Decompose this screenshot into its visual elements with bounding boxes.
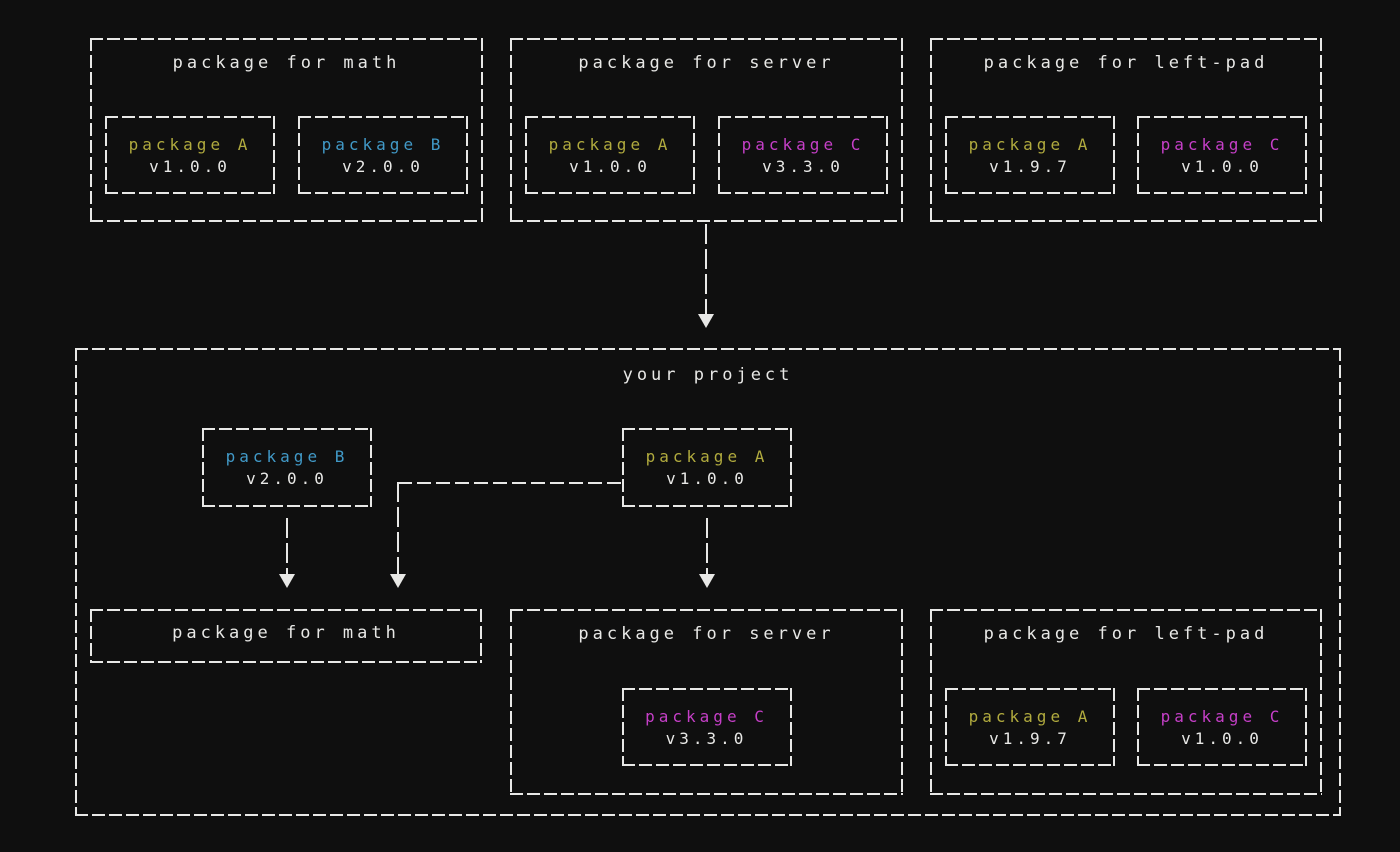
installed-box-math: package for math bbox=[90, 609, 482, 663]
installed-box-title: package for server bbox=[578, 624, 835, 644]
arrow-line-server-to-project bbox=[705, 224, 707, 314]
dependency-chip-package-b: package B v2.0.0 bbox=[202, 428, 372, 507]
installed-box-title: package for left-pad bbox=[983, 624, 1269, 644]
arrow-line-a-to-math-horizontal bbox=[398, 482, 622, 484]
package-name: package A bbox=[548, 134, 672, 154]
project-title: your project bbox=[622, 365, 794, 385]
arrow-line-b-to-math bbox=[286, 518, 288, 574]
arrowhead-down-icon bbox=[699, 574, 715, 588]
package-version: v1.9.7 bbox=[989, 156, 1071, 176]
package-name: package A bbox=[968, 134, 1092, 154]
registry-box-server: package for server package A v1.0.0 pack… bbox=[510, 38, 903, 222]
arrowhead-down-icon bbox=[279, 574, 295, 588]
registry-box-left-pad: package for left-pad package A v1.9.7 pa… bbox=[930, 38, 1322, 222]
arrow-line-a-to-math-vertical bbox=[397, 482, 399, 574]
registry-box-title: package for left-pad bbox=[983, 53, 1269, 73]
package-chip: package C v1.0.0 bbox=[1137, 116, 1307, 194]
package-name: package C bbox=[1160, 706, 1284, 726]
package-chip-row: package C v3.3.0 bbox=[525, 688, 888, 766]
package-chip: package A v1.9.7 bbox=[945, 116, 1115, 194]
arrowhead-down-icon bbox=[698, 314, 714, 328]
dependency-chip-package-a: package A v1.0.0 bbox=[622, 428, 792, 507]
package-version: v1.0.0 bbox=[666, 469, 748, 488]
package-version: v1.0.0 bbox=[149, 156, 231, 176]
installed-box-title: package for math bbox=[172, 623, 400, 643]
registry-box-math: package for math package A v1.0.0 packag… bbox=[90, 38, 483, 222]
installed-box-server: package for server package C v3.3.0 bbox=[510, 609, 903, 795]
package-version: v1.0.0 bbox=[1181, 156, 1263, 176]
arrow-line-a-to-server bbox=[706, 518, 708, 574]
package-chip: package A v1.0.0 bbox=[105, 116, 275, 194]
package-chip: package C v1.0.0 bbox=[1137, 688, 1307, 766]
package-version: v1.9.7 bbox=[989, 728, 1071, 748]
registry-box-title: package for server bbox=[578, 53, 835, 73]
package-chip-row: package A v1.9.7 package C v1.0.0 bbox=[945, 688, 1307, 766]
package-name: package A bbox=[968, 706, 1092, 726]
package-chip: package A v1.9.7 bbox=[945, 688, 1115, 766]
package-chip-row: package A v1.0.0 package C v3.3.0 bbox=[525, 116, 888, 194]
project-box: your project package B v2.0.0 package A … bbox=[75, 348, 1341, 816]
package-name: package C bbox=[1160, 134, 1284, 154]
package-chip-row: package A v1.0.0 package B v2.0.0 bbox=[105, 116, 468, 194]
package-name: package C bbox=[645, 706, 768, 726]
package-chip: package A v1.0.0 bbox=[525, 116, 695, 194]
arrowhead-down-icon bbox=[390, 574, 406, 588]
package-chip: package B v2.0.0 bbox=[298, 116, 468, 194]
package-version: v2.0.0 bbox=[246, 469, 328, 488]
package-chip: package C v3.3.0 bbox=[621, 688, 792, 766]
package-version: v3.3.0 bbox=[762, 156, 844, 176]
package-name: package B bbox=[225, 447, 349, 466]
package-name: package B bbox=[321, 134, 445, 154]
package-name: package A bbox=[128, 134, 252, 154]
package-name: package C bbox=[741, 134, 865, 154]
package-name: package A bbox=[645, 447, 769, 466]
registry-box-title: package for math bbox=[172, 53, 401, 73]
package-version: v1.0.0 bbox=[569, 156, 651, 176]
package-version: v2.0.0 bbox=[342, 156, 424, 176]
installed-box-left-pad: package for left-pad package A v1.9.7 pa… bbox=[930, 609, 1322, 795]
package-version: v1.0.0 bbox=[1181, 728, 1263, 748]
package-version: v3.3.0 bbox=[665, 728, 748, 748]
package-chip: package C v3.3.0 bbox=[718, 116, 888, 194]
package-chip-row: package A v1.9.7 package C v1.0.0 bbox=[945, 116, 1307, 194]
